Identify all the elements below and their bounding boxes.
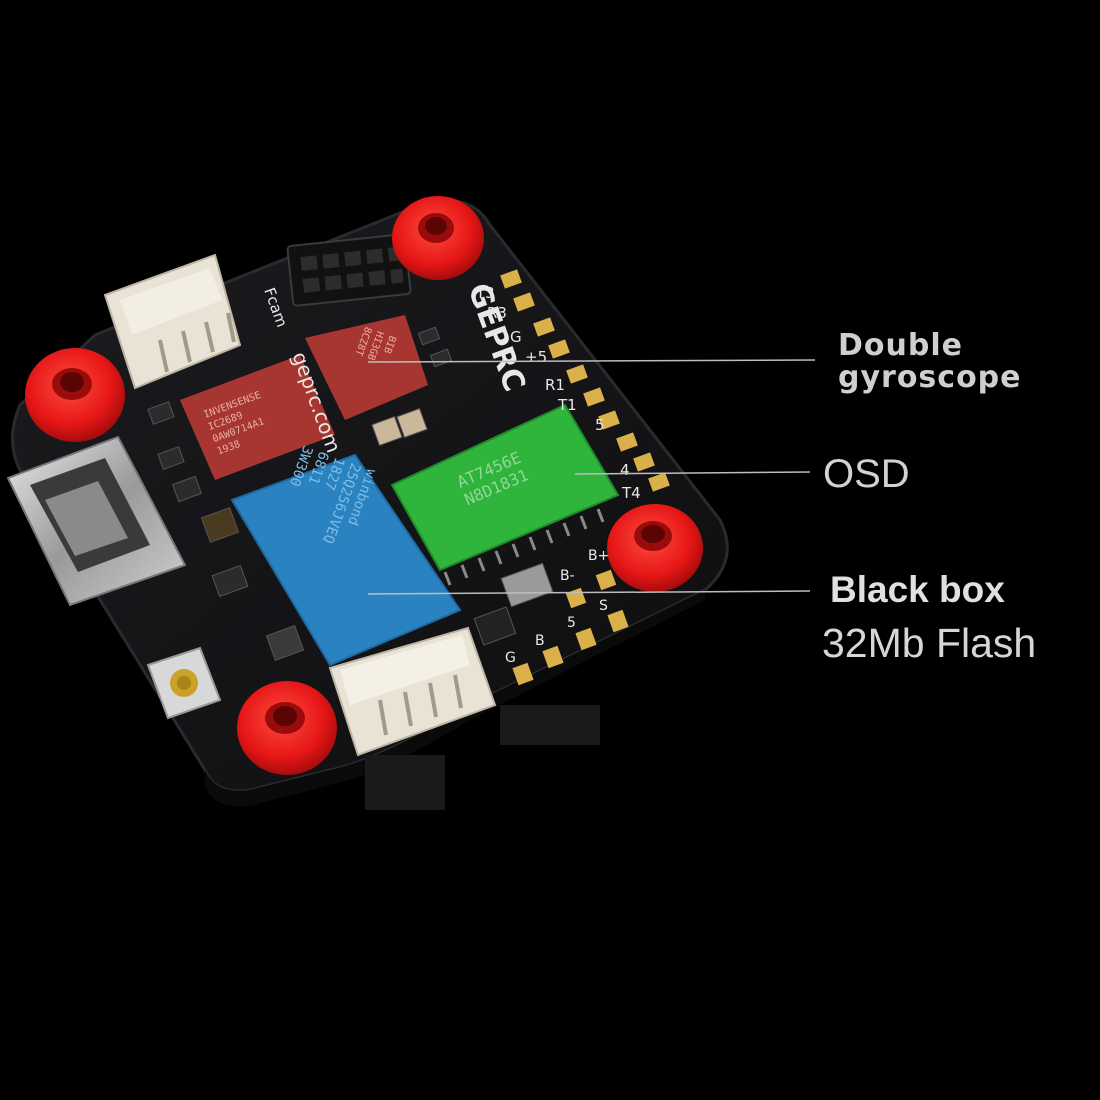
osd-callout: OSD	[823, 452, 910, 496]
pad-label-bottom-5: 5	[567, 615, 576, 631]
pad-label-b-plus: B+	[588, 548, 609, 564]
pad-label-bottom-b: B	[535, 633, 545, 649]
blackbox-callout-subtitle: 32Mb Flash	[822, 620, 1037, 666]
jst-connector-top	[103, 253, 242, 390]
pad-row-bottom: G B 5 S B- B+	[505, 548, 629, 686]
pad-label-t3: T3	[475, 284, 495, 302]
gyroscope-callout-line1: Double	[838, 328, 963, 363]
pad-label-r3: R3	[487, 304, 507, 322]
grommet-bottom	[237, 681, 337, 775]
blackbox-callout-title: Black box	[830, 569, 1005, 610]
pad-label-bottom-g: G	[505, 650, 516, 666]
header-connector	[286, 233, 412, 307]
pad-label-t1: T1	[557, 396, 577, 414]
gyro-chip-b: BIB HI3GB 8CZ8T	[305, 315, 428, 420]
grommet-right	[607, 504, 703, 592]
pad-label-bottom-s: S	[599, 598, 608, 614]
pad-label-t4: T4	[621, 484, 641, 502]
pad-label-b-minus: B-	[560, 568, 575, 584]
pad-label-5v: +5	[525, 348, 547, 366]
boot-button	[146, 646, 222, 720]
usb-connector	[6, 435, 187, 607]
osd-chip: AT7456E N8D1831	[390, 403, 620, 586]
pad-label-r1: R1	[545, 376, 565, 394]
grommet-top-right	[392, 196, 484, 280]
jst-connector-bottom	[328, 626, 497, 757]
gyroscope-callout: Double gyroscope	[838, 330, 1022, 394]
gyro-chip-a: INVENSENSE IC2689 0AW0714A1 1938	[180, 355, 335, 480]
callout-lines	[367, 359, 816, 595]
smd-components	[147, 326, 554, 661]
pad-label-4: 4	[620, 461, 630, 479]
grommet-left	[25, 348, 125, 442]
pad-label-g: G	[510, 328, 522, 346]
gyroscope-callout-line2: gyroscope	[838, 360, 1022, 395]
pad-label-5: 5	[595, 416, 605, 434]
pad-column-right: T3 R3 G +5 R1 T1 5 4 T4	[475, 269, 670, 502]
